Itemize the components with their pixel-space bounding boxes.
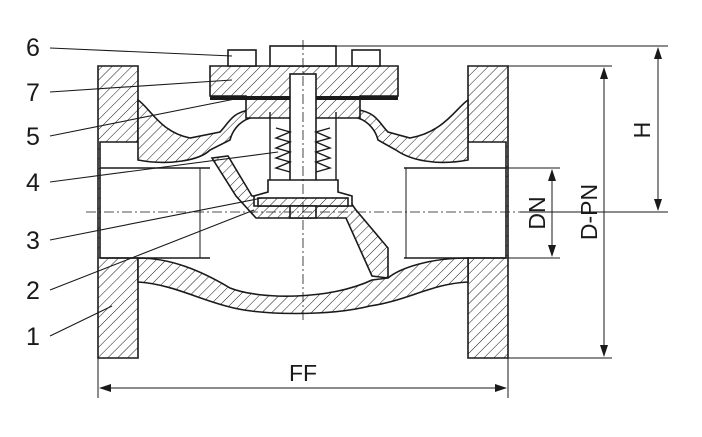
dimension-ff: FF xyxy=(97,358,509,398)
spring xyxy=(269,112,337,180)
dimension-dn: DN xyxy=(506,167,560,259)
valve-body xyxy=(97,65,509,359)
dimension-h-label: H xyxy=(629,122,655,139)
bonnet-cover xyxy=(209,45,399,185)
callout-5: 5 xyxy=(26,123,40,151)
callout-6: 6 xyxy=(26,34,40,62)
callout-3: 3 xyxy=(26,227,40,255)
bolt-head-left xyxy=(227,49,257,67)
lower-body-bowl xyxy=(137,257,469,315)
dimension-dn-label: DN xyxy=(524,196,550,229)
dimension-dpn: D-PN xyxy=(508,65,612,359)
callout-1: 1 xyxy=(26,323,40,351)
bolt-head-right xyxy=(351,49,381,67)
callout-7: 7 xyxy=(26,79,40,107)
callout-4: 4 xyxy=(26,169,40,197)
dimension-dpn-label: D-PN xyxy=(576,184,602,240)
callout-leaders xyxy=(49,47,279,337)
callout-2: 2 xyxy=(26,277,40,305)
stem-guide xyxy=(289,73,317,185)
dimension-ff-label: FF xyxy=(289,360,317,386)
upper-body-left xyxy=(137,98,251,164)
upper-body-right xyxy=(357,98,469,164)
dimension-h: H xyxy=(336,45,668,213)
